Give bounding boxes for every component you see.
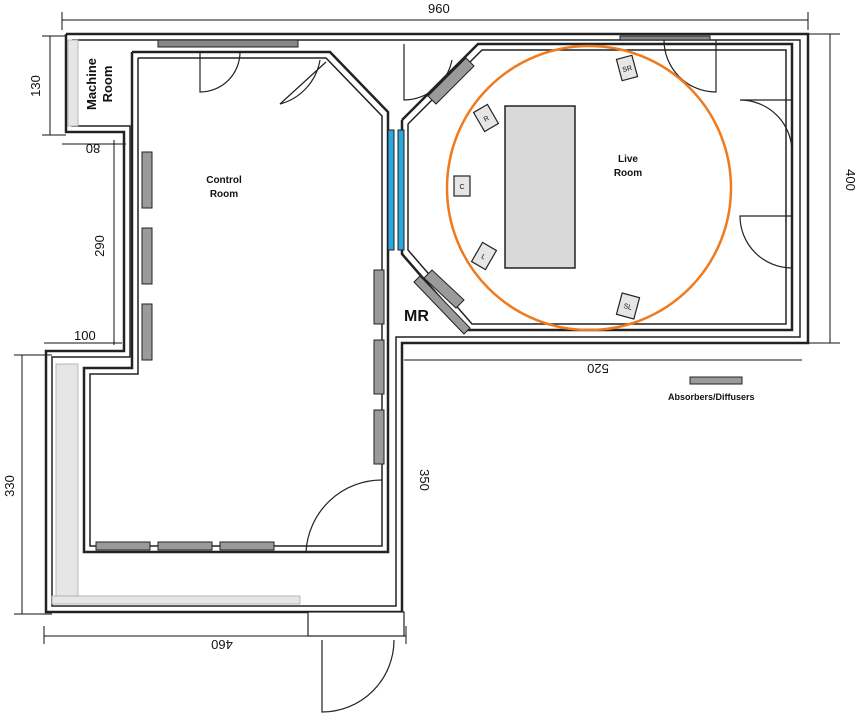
speaker-circle xyxy=(445,44,733,332)
machine-room-label-2: Room xyxy=(100,66,115,103)
dim-left-step: 100 xyxy=(74,328,96,343)
dim-bottom: 460 xyxy=(211,637,233,652)
dim-live-bottom: 520 xyxy=(587,361,609,376)
dim-left-lower: 330 xyxy=(2,475,17,497)
outer-walls xyxy=(44,32,810,614)
speaker-label-c: C xyxy=(459,184,464,191)
mr-label: MR xyxy=(404,308,429,325)
dim-top: 960 xyxy=(428,1,450,16)
dim-machine-height: 130 xyxy=(28,75,43,97)
dim-machine-width: 80 xyxy=(86,141,100,156)
live-room-label-2: Room xyxy=(614,168,642,179)
dim-right: 400 xyxy=(843,169,856,191)
speaker-C: C xyxy=(453,175,471,197)
live-room-label-1: Live xyxy=(618,154,638,165)
window-glass xyxy=(387,129,405,251)
control-room-label-2: Room xyxy=(210,189,238,200)
live-room-table xyxy=(504,105,576,269)
speaker-R: R xyxy=(472,103,500,133)
live-room-walls xyxy=(400,42,794,332)
speaker-SR: SR xyxy=(615,54,639,82)
speaker-label-r: R xyxy=(483,115,491,124)
top-windows xyxy=(157,35,711,48)
legend-label: Absorbers/Diffusers xyxy=(668,392,755,402)
speaker-L: L xyxy=(470,241,498,271)
speaker-label-l: L xyxy=(480,253,487,261)
doors xyxy=(199,39,793,713)
speaker-label-sr: SR xyxy=(622,65,633,74)
control-room-label-1: Control xyxy=(206,175,242,186)
machine-room-strip xyxy=(51,39,301,605)
machine-room-label-1: Machine xyxy=(84,58,99,110)
legend-swatch xyxy=(689,376,743,385)
absorber-panels xyxy=(95,57,475,551)
dim-inner-right: 350 xyxy=(417,469,432,491)
speaker-SL: SL xyxy=(615,292,641,320)
dim-left-upper: 290 xyxy=(92,235,107,257)
speaker-label-sl: SL xyxy=(623,303,633,312)
